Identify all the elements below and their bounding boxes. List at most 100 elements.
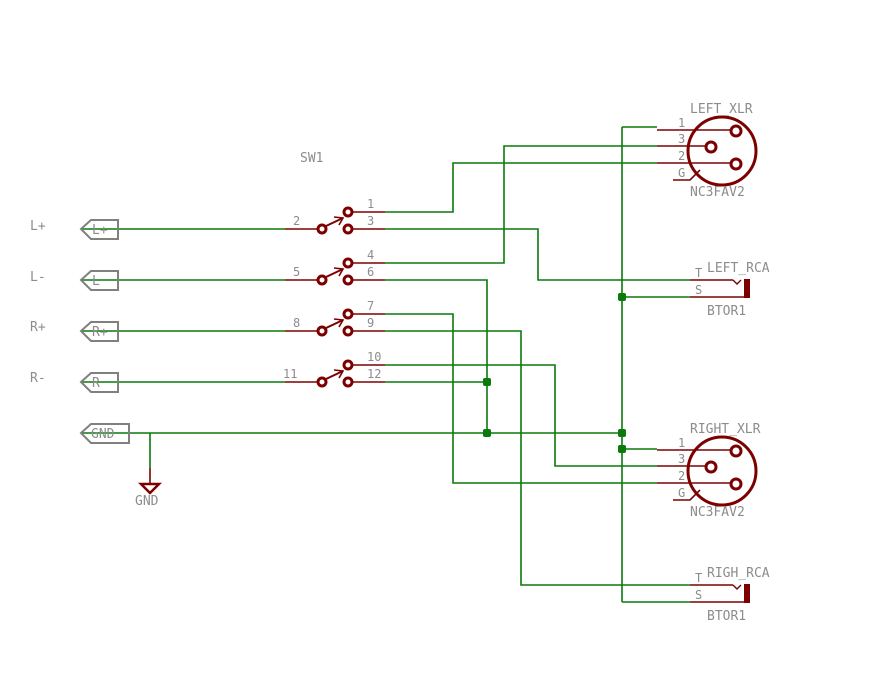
pin-number: 3 [678, 132, 685, 146]
pin-number: 7 [367, 299, 374, 313]
switch-pole: 213 [285, 197, 385, 235]
port-gnd[interactable]: GND [79, 423, 130, 444]
common-contact-icon [316, 325, 328, 337]
port-r-minus[interactable]: R- R [30, 371, 119, 393]
port-label: L- [30, 270, 46, 285]
port-text: R+ [92, 325, 108, 340]
contact-a-icon [342, 257, 354, 269]
xlr-pin-icon [729, 124, 743, 138]
wire-sw-3 [385, 228, 690, 281]
pin-lead [673, 169, 701, 181]
port-label: R- [30, 371, 46, 386]
port-text: R [92, 376, 100, 391]
pin-number: 11 [283, 367, 297, 381]
port-arrow-icon [79, 270, 119, 291]
xlr-body-icon [686, 115, 758, 187]
arrow-head-icon [333, 267, 345, 277]
switch-lever-icon [325, 370, 344, 380]
ground-icon [137, 482, 163, 495]
wire-sw-10 [385, 364, 657, 467]
pin-number: 12 [367, 367, 381, 381]
pin-number: 10 [367, 350, 381, 364]
contact-b-icon [342, 376, 354, 388]
switch-lever-icon [325, 319, 344, 329]
connector-name: LEFT_XLR [690, 102, 753, 117]
arrow-head-icon [333, 216, 345, 226]
tip-contact-icon [732, 584, 742, 590]
rca-body-icon [744, 279, 750, 298]
connector-value: BTOR1 [707, 609, 746, 624]
port-l-plus[interactable]: L+ L+ [30, 219, 119, 240]
wire-sw-1 [385, 162, 657, 213]
switch-name: SW1 [300, 151, 323, 166]
pin-number: G [678, 166, 685, 180]
gnd-label: GND [135, 494, 159, 509]
pin-number: T [695, 571, 702, 585]
junction-dot [618, 293, 626, 301]
right-xlr-connector[interactable]: RIGHT_XLR 1 3 2G NC3FAV2 [657, 422, 761, 520]
port-r-plus[interactable]: R+ R+ [30, 320, 119, 342]
wire-sw-6 [385, 279, 488, 433]
junction-dot [618, 445, 626, 453]
arrow-head-icon [333, 369, 345, 379]
common-contact-icon [316, 223, 328, 235]
port-arrow-icon [79, 372, 119, 393]
connector-name: RIGH_RCA [707, 566, 770, 581]
pin-number: S [695, 588, 702, 602]
pin-number: 3 [678, 452, 685, 466]
switch-pole: 5 4 6 [285, 248, 385, 286]
switch-sw1[interactable]: SW1 213 5 4 6 8 7 9 11 10 12 [283, 151, 385, 388]
port-arrow-icon [79, 321, 119, 342]
junction-dot [618, 429, 626, 437]
port-label: L+ [30, 219, 46, 234]
port-arrow-icon [79, 219, 119, 240]
pin-number: 4 [367, 248, 374, 262]
contact-a-icon [342, 359, 354, 371]
xlr-pin-icon [729, 444, 743, 458]
contact-a-icon [342, 308, 354, 320]
righ-rca-connector[interactable]: RIGH_RCA TS BTOR1 [690, 566, 770, 624]
wires [81, 126, 690, 603]
xlr-pin-icon [729, 157, 743, 171]
pin-number: T [695, 266, 702, 280]
switch-pole: 11 10 12 [283, 350, 385, 388]
port-arrow-icon [79, 423, 130, 444]
connector-value: BTOR1 [707, 304, 746, 319]
pin-number: 5 [293, 265, 300, 279]
wire-sw-4 [385, 145, 657, 264]
arrow-head-icon [333, 318, 345, 328]
pin-number: 2 [678, 469, 685, 483]
wire-sw-7 [385, 313, 657, 484]
port-l-minus[interactable]: L- L [30, 270, 119, 291]
contact-b-icon [342, 223, 354, 235]
pin-number: 2 [293, 214, 300, 228]
switch-lever-icon [325, 217, 344, 227]
connector-name: RIGHT_XLR [690, 422, 761, 437]
contact-a-icon [342, 206, 354, 218]
wire-sw-9 [385, 330, 690, 586]
junction-dot [483, 378, 491, 386]
pin-number: 9 [367, 316, 374, 330]
pin-number: 3 [367, 214, 374, 228]
input-ports: L+ L+ L- L R+ R+ R- R GND [30, 219, 130, 444]
connector-value: NC3FAV2 [690, 185, 745, 200]
pin-number: 1 [678, 436, 685, 450]
common-contact-icon [316, 274, 328, 286]
pin-number: 1 [678, 116, 685, 130]
connector-value: NC3FAV2 [690, 505, 745, 520]
gnd-symbol[interactable]: GND [135, 468, 163, 509]
xlr-pin-icon [729, 477, 743, 491]
pin-number: 8 [293, 316, 300, 330]
pin-number: 6 [367, 265, 374, 279]
xlr-body-icon [686, 435, 758, 507]
common-contact-icon [316, 376, 328, 388]
port-label: R+ [30, 320, 46, 335]
pin-number: G [678, 486, 685, 500]
port-text: L [92, 274, 100, 289]
pin-lead [673, 489, 701, 501]
xlr-pin-icon [704, 140, 718, 154]
tip-contact-icon [732, 279, 742, 285]
